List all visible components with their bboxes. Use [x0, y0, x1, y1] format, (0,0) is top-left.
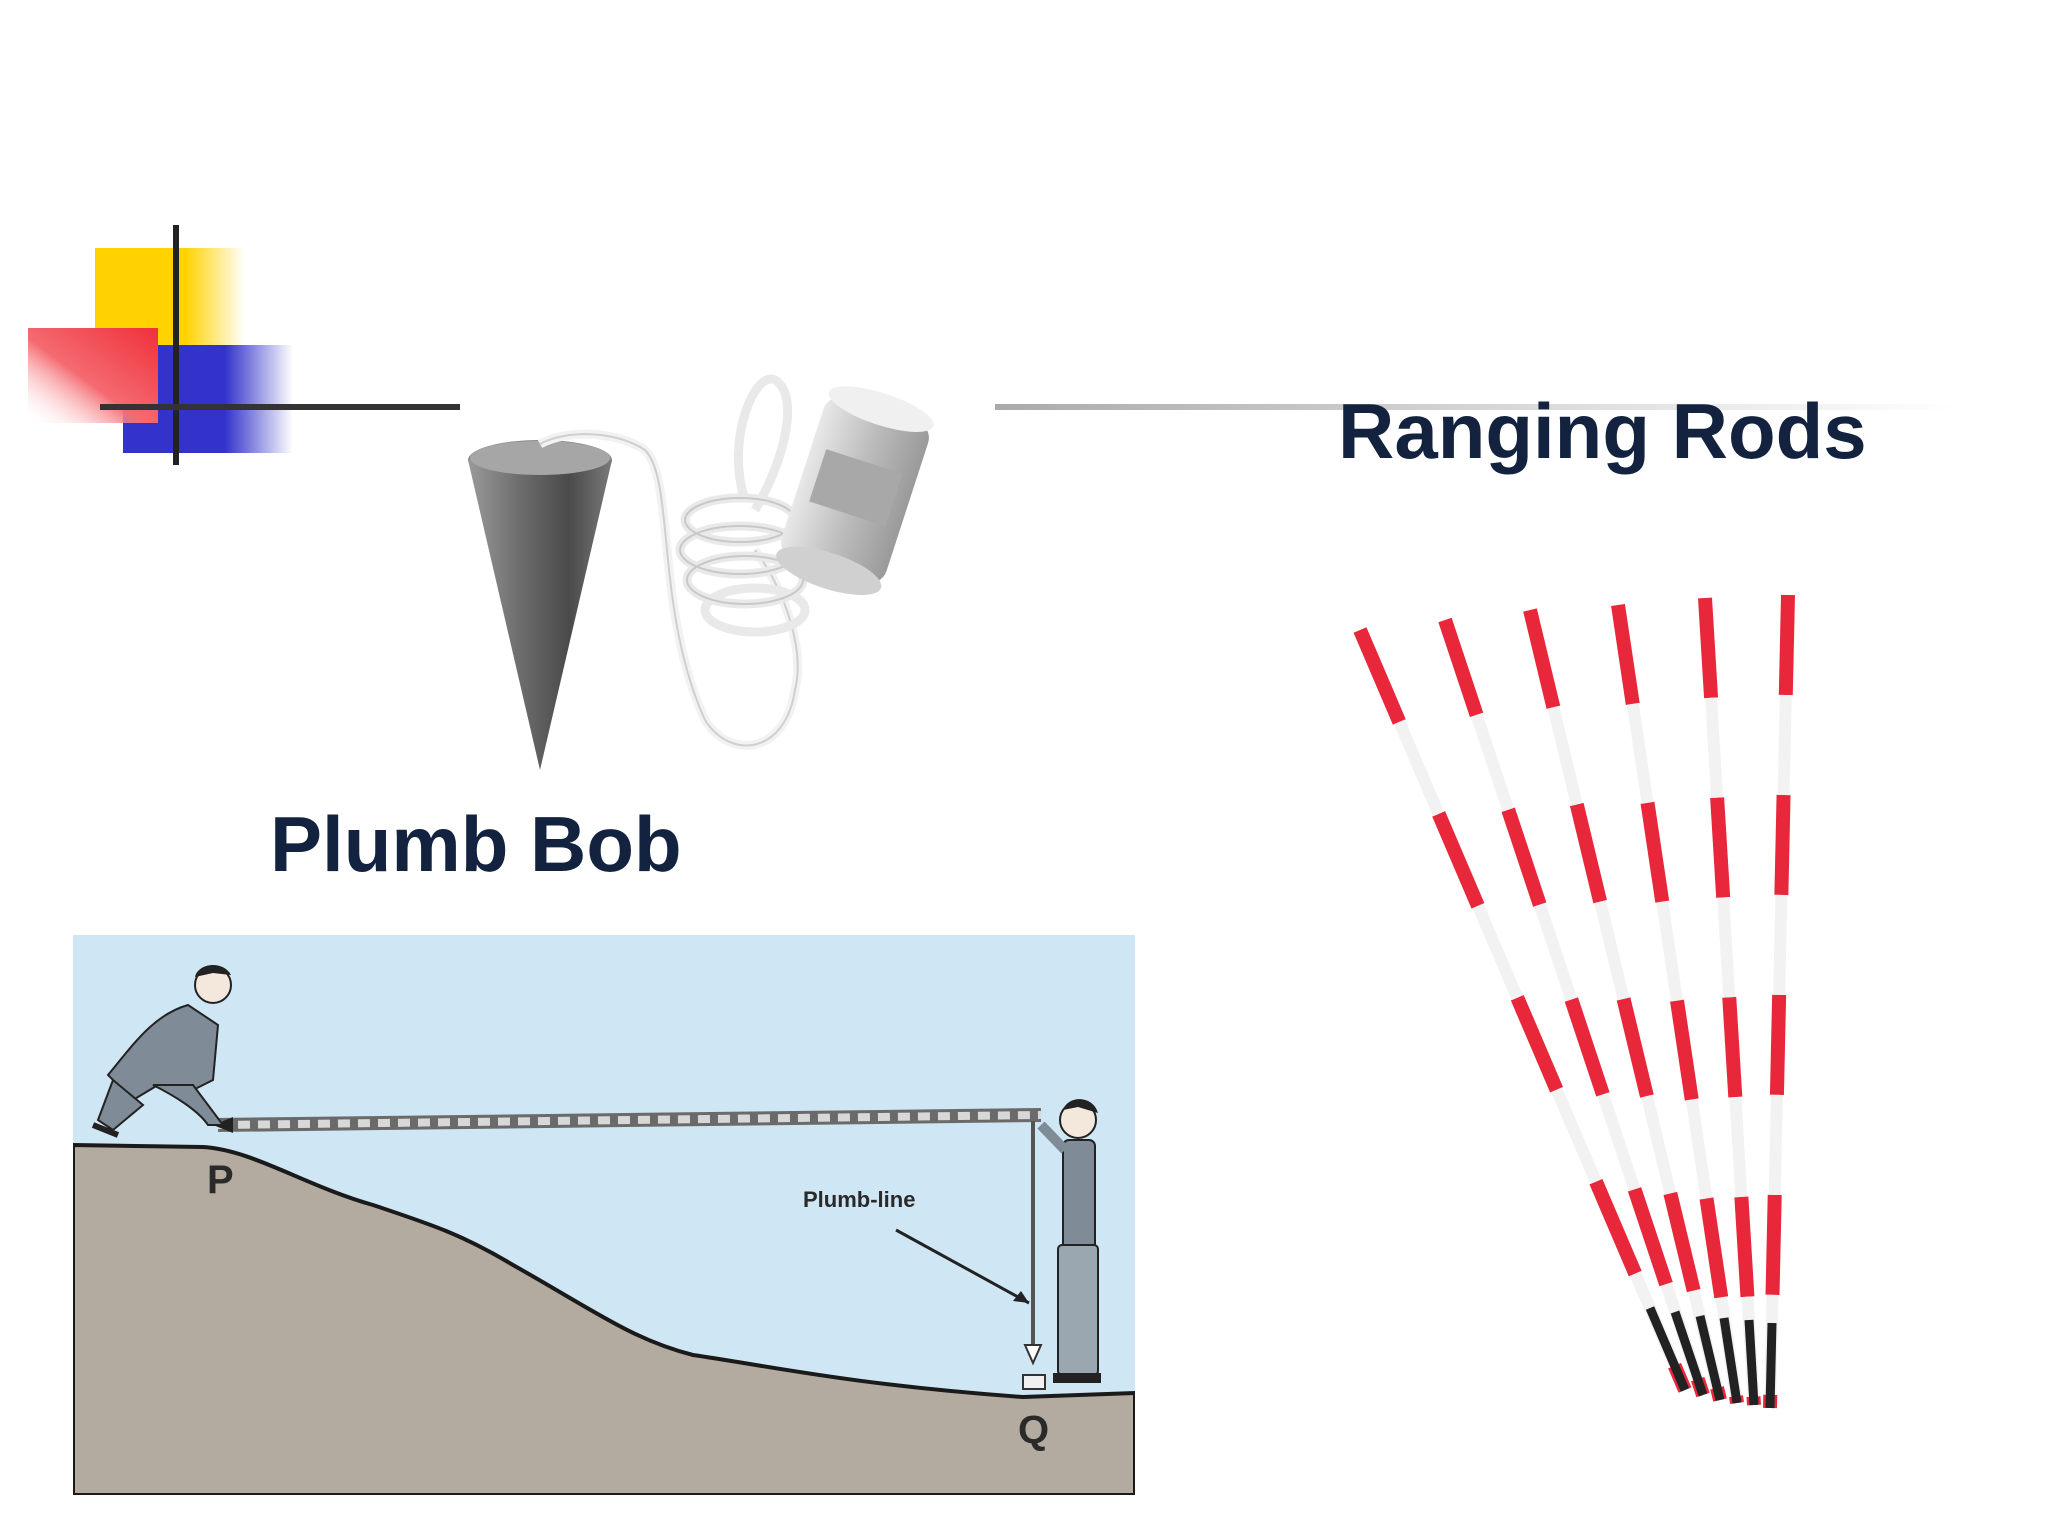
rod-6 [1763, 594, 1795, 1409]
surveyor-left [91, 965, 232, 1138]
vertical-rule [173, 225, 179, 465]
plumb-line-label: Plumb-line [803, 1187, 915, 1212]
ranging-rods-photo [1353, 594, 1795, 1409]
plumb-bob-heading: Plumb Bob [270, 800, 682, 888]
diagram-ground [73, 1142, 1135, 1495]
ranging-rods-heading: Ranging Rods [1338, 387, 1867, 475]
rod-5 [1698, 597, 1761, 1406]
point-q-label: Q [1018, 1408, 1049, 1452]
plumb-bob-photo [468, 374, 934, 770]
surveyor-right [1037, 1099, 1101, 1383]
horizontal-rule-left [100, 404, 460, 410]
point-p-label: P [207, 1158, 234, 1202]
horizontal-rule-right [995, 404, 1955, 410]
chaining-diagram: P Q Plumb-line [73, 935, 1135, 1495]
rod-4 [1611, 603, 1744, 1405]
rod-1 [1353, 627, 1692, 1393]
rod-2 [1438, 617, 1710, 1398]
rod-3 [1523, 608, 1727, 1402]
